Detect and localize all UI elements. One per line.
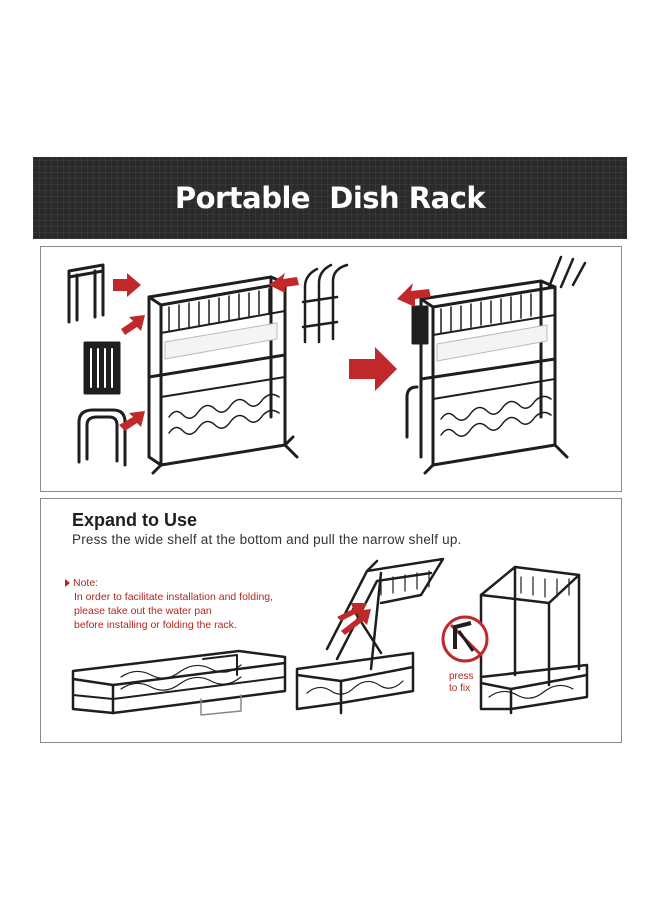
rack-before-assembly bbox=[147, 275, 299, 475]
press-to-fix-label: press to fix bbox=[449, 671, 473, 695]
arrow-pull-up-icon bbox=[341, 609, 371, 635]
rack-assembled bbox=[405, 255, 587, 475]
red-arrows bbox=[113, 273, 431, 431]
expand-subtitle: Press the wide shelf at the bottom and p… bbox=[72, 532, 462, 547]
press-to-fix-icon bbox=[441, 615, 489, 663]
arrow-upright-icon bbox=[119, 411, 145, 431]
lid-holder-accessory bbox=[77, 408, 127, 467]
note-heading-text: Note: bbox=[73, 577, 99, 589]
note-line: In order to facilitate installation and … bbox=[74, 591, 274, 603]
note-block: Note: In order to facilitate installatio… bbox=[65, 576, 273, 632]
arrow-upright-icon bbox=[121, 315, 145, 335]
rack-expanded bbox=[479, 565, 589, 715]
note-line: please take out the water pan bbox=[74, 605, 212, 617]
title-banner: Portable Dish Rack bbox=[33, 157, 627, 239]
press-label-line: to fix bbox=[449, 683, 471, 694]
expand-title: Expand to Use bbox=[72, 510, 198, 530]
arrow-left-icon bbox=[269, 273, 299, 293]
arrow-right-icon bbox=[113, 273, 141, 297]
cup-hooks-accessory bbox=[301, 263, 349, 344]
rack-collapsed bbox=[71, 649, 287, 716]
arrow-pull-up-icon bbox=[337, 603, 367, 621]
rack-expanding bbox=[295, 557, 445, 715]
banner-title: Portable Dish Rack bbox=[174, 181, 486, 215]
press-label-line: press bbox=[449, 671, 474, 682]
big-arrow-right-icon bbox=[349, 347, 397, 391]
board-holder-accessory bbox=[67, 263, 105, 324]
utensil-cup-accessory bbox=[83, 341, 121, 395]
expand-illustration bbox=[71, 557, 589, 716]
expand-panel: Expand to Use Press the wide shelf at th… bbox=[40, 498, 622, 743]
assembly-panel bbox=[40, 246, 622, 492]
assembly-illustration bbox=[67, 255, 587, 475]
note-heading: Note: bbox=[65, 576, 273, 590]
triangle-bullet-icon bbox=[65, 579, 70, 587]
arrow-left-icon bbox=[397, 283, 431, 307]
note-line: before installing or folding the rack. bbox=[74, 619, 237, 631]
